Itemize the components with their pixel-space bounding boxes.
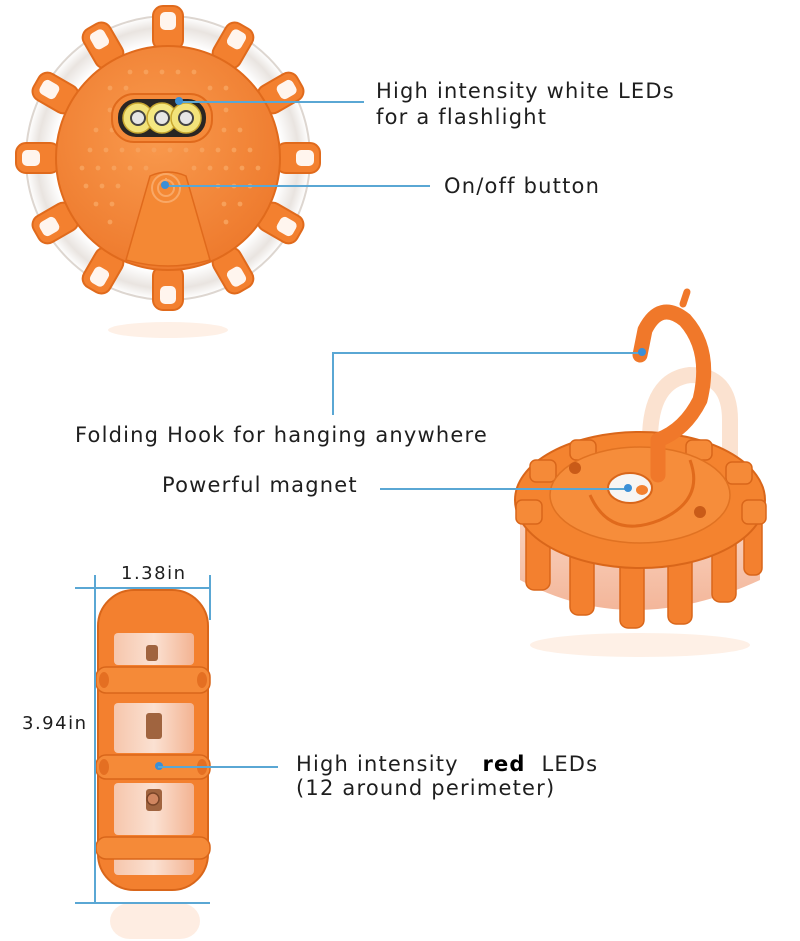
callout-dot-white-leds [175, 97, 183, 105]
red-emphasis: red [482, 752, 526, 776]
hook-view-flare-image [514, 288, 767, 657]
callout-dot-magnet [624, 484, 632, 492]
on-off-label: On/off button [444, 174, 601, 198]
hook-label: Folding Hook for hanging anywhere [75, 423, 489, 447]
height-dimension-label: 3.94in [22, 713, 88, 734]
height-dimension-tick-bottom [75, 902, 210, 904]
callout-dot-hook [638, 348, 646, 356]
magnet-label: Powerful magnet [162, 473, 358, 497]
callout-dot-on-off [161, 181, 169, 189]
width-dimension-label: 1.38in [121, 563, 187, 584]
callout-line-hook-vertical [332, 353, 334, 415]
height-dimension-line [94, 587, 96, 903]
width-dimension-line [75, 587, 210, 589]
side-view-flare-image [95, 589, 211, 939]
front-view-flare-image [15, 5, 321, 338]
red-leds-label: High intensity red LEDs (12 around perim… [296, 752, 599, 800]
callout-line-red-leds [158, 766, 278, 768]
callout-line-magnet [380, 488, 628, 490]
width-dimension-tick-right [209, 575, 211, 620]
white-leds-label: High intensity white LEDs for a flashlig… [376, 79, 675, 129]
callout-line-on-off [165, 185, 430, 187]
callout-line-hook [332, 352, 642, 354]
callout-line-white-leds [178, 101, 364, 103]
led-icon [122, 102, 202, 134]
